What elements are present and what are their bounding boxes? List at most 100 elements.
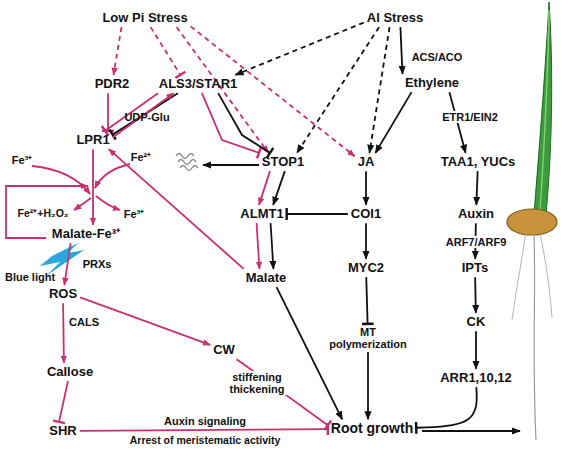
annotation-label: UDP-Glu: [124, 111, 169, 123]
plant-root: [540, 233, 552, 318]
fe-cycle-arrow: [32, 166, 90, 194]
node-text: Root growth: [331, 421, 413, 436]
node-text: ROS: [49, 287, 77, 301]
pathway-node: ARR1,10,12: [439, 371, 513, 385]
annotation-label: Arrest of meristematic activity: [130, 435, 281, 447]
activation-connector: [297, 27, 379, 153]
pathway-node: Callose: [46, 365, 94, 379]
activation-connector: [475, 331, 477, 369]
pathway-node: MYC2: [347, 261, 385, 275]
node-text: ALMT1: [240, 207, 283, 221]
node-text: JA: [358, 155, 375, 169]
node-text: Low Pi Stress: [102, 11, 187, 25]
edge-label: ACS/ACO: [411, 51, 464, 63]
activation-connector: [257, 223, 260, 269]
inhibition-connector: [366, 277, 367, 324]
node-text: IPTs: [462, 261, 489, 275]
annotation-label: Blue light: [5, 271, 55, 283]
activation-connector: [92, 149, 94, 225]
node-text: Malate-Fe³⁺: [52, 227, 120, 241]
node-text: CK: [467, 315, 486, 329]
node-text: Callose: [47, 365, 93, 379]
annotation-label: Fe²⁺: [131, 151, 152, 163]
activation-connector: [62, 303, 65, 363]
annotation-label: Fe³⁺: [124, 208, 145, 220]
node-text: COI1: [351, 207, 381, 221]
inhibition-connector: [113, 93, 178, 134]
node-text: ALS3/STAR1: [159, 77, 238, 91]
pathway-node: TAA1, YUCs: [440, 155, 517, 169]
node-text: CW: [213, 343, 235, 357]
pathway-node: Al Stress: [366, 11, 424, 25]
pathway-node: JA: [357, 155, 376, 169]
activation-connector: [113, 93, 174, 137]
activation-connector: [400, 27, 402, 74]
pathway-node: Auxin: [457, 207, 495, 221]
pathway-node: LPR1: [75, 133, 110, 147]
edge-label: PRXs: [82, 258, 113, 270]
degraded-protein: [178, 160, 196, 165]
node-text: SHR: [49, 424, 76, 438]
activation-connector: [474, 277, 476, 313]
degraded-protein: [180, 166, 198, 171]
pathway-node: PDR2: [94, 77, 131, 91]
activation-connector: [277, 287, 343, 419]
activation-connector: [375, 92, 411, 153]
activation-connector: [365, 223, 367, 259]
fe-cycle-arrow: [74, 198, 91, 210]
activation-connector: [367, 352, 369, 419]
node-text: LPR1: [76, 133, 109, 147]
pathway-node: ALS3/STAR1: [158, 77, 239, 91]
activation-connector: [273, 171, 285, 205]
seed: [507, 209, 557, 235]
node-text: MT polymerization: [322, 326, 414, 350]
inhibition-connector: [80, 429, 328, 431]
pathway-node: CK: [466, 315, 487, 329]
activation-connector: [235, 23, 363, 75]
pathway-node: Low Pi Stress: [101, 11, 188, 25]
activation-connector: [64, 243, 70, 285]
activation-connector: [365, 171, 367, 205]
plant-root: [512, 232, 526, 320]
node-text: STOP1: [262, 155, 304, 169]
plant-leaf: [540, 10, 549, 212]
activation-connector: [191, 26, 355, 156]
node-text: MYC2: [348, 261, 384, 275]
pathway-node: ALMT1: [239, 207, 284, 221]
pathway-node: ROS: [48, 287, 78, 301]
inhibition-connector: [218, 93, 270, 153]
inhibition-connector: [59, 381, 68, 422]
annotation-label: Fe³⁺: [12, 154, 33, 166]
annotation-label: Fe²⁺+H₂O₂: [18, 208, 69, 220]
node-text: Auxin: [458, 207, 494, 221]
plant-root: [534, 234, 536, 440]
pathway-node: IPTs: [461, 261, 490, 275]
plant-leaf: [534, 2, 552, 214]
edge-label: stiffening thickening: [225, 371, 289, 395]
degraded-protein: [176, 154, 194, 159]
pathway-node: STOP1: [261, 155, 305, 169]
node-text: TAA1, YUCs: [441, 155, 516, 169]
edge-label: ARF7/ARF9: [445, 236, 508, 248]
node-text: PDR2: [95, 77, 130, 91]
pathway-node: Root growth: [330, 421, 414, 436]
pathway-node: Malate-Fe³⁺: [51, 227, 121, 241]
inhibition-connector: [287, 213, 348, 215]
pathway-node: CW: [212, 343, 236, 357]
node-text: Ethylene: [405, 76, 459, 90]
activation-connector: [476, 171, 477, 205]
fe-cycle-arrow: [95, 164, 130, 188]
node-text: Malate: [246, 271, 286, 285]
pathway-node: COI1: [350, 207, 382, 221]
pathway-node: Malate: [245, 271, 287, 285]
inhibition-connector: [151, 27, 181, 75]
inhibition-connector: [416, 387, 477, 428]
degradation-arrow: [203, 164, 259, 166]
inhibition-connector: [107, 93, 109, 131]
edge-label: ETR1/EIN2: [441, 111, 499, 123]
activation-connector: [271, 223, 274, 269]
edge-label: Auxin signaling: [163, 415, 247, 427]
edge-label: CALS: [68, 316, 100, 328]
activation-connector: [114, 27, 122, 75]
